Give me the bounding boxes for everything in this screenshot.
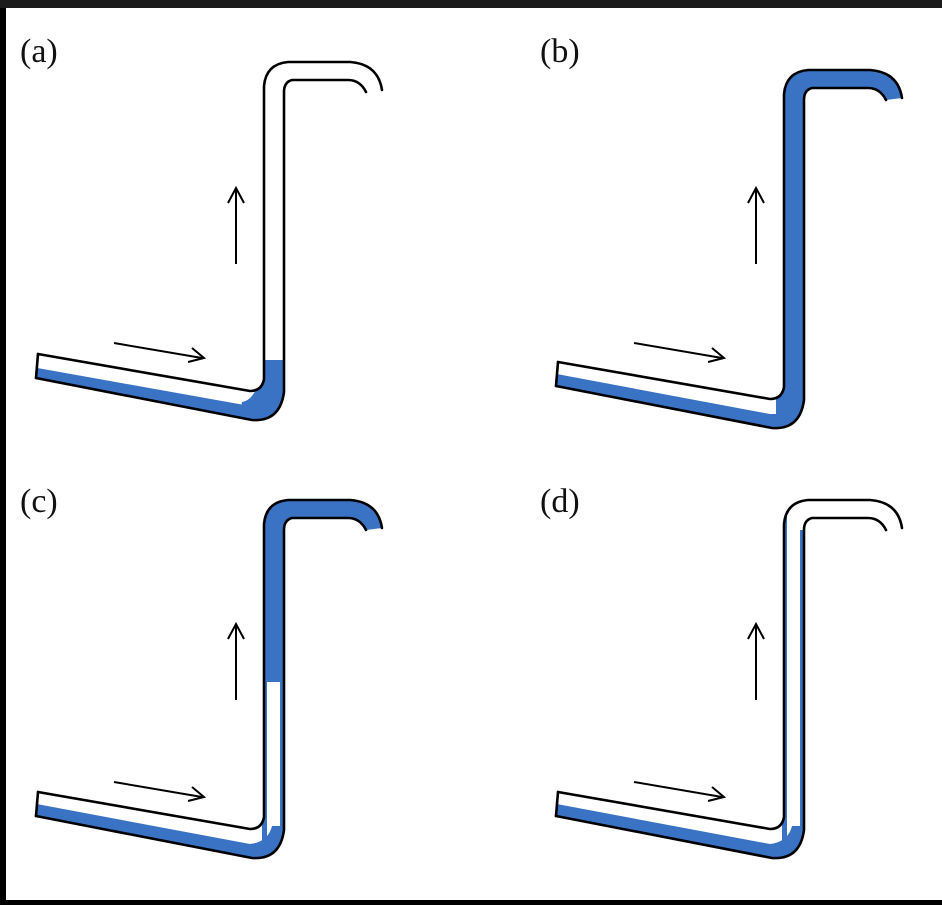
water-c <box>36 500 382 859</box>
window-top-bar <box>0 0 942 8</box>
flow-arrow-vertical-c <box>227 621 245 700</box>
flow-arrow-horizontal-c <box>113 781 207 802</box>
flow-arrow-horizontal-a <box>113 342 207 363</box>
flow-arrow-vertical-d <box>747 621 765 700</box>
figure-canvas: (a) <box>6 8 942 900</box>
panel-label-c: (c) <box>20 483 58 520</box>
panel-d: (d) <box>540 483 904 860</box>
panel-a: (a) <box>20 33 384 422</box>
panel-label-b: (b) <box>540 33 580 70</box>
pipe-a <box>34 60 384 422</box>
pipe-b <box>554 68 904 430</box>
pipe-d <box>554 498 904 860</box>
panel-c: (c) <box>20 483 384 860</box>
flow-arrow-vertical-b <box>747 185 765 264</box>
flow-arrow-horizontal-b <box>633 342 727 363</box>
panel-b: (b) <box>540 33 904 430</box>
flow-arrow-vertical-a <box>227 185 245 264</box>
panel-label-d: (d) <box>540 483 580 520</box>
panel-label-a: (a) <box>20 33 58 70</box>
pipe-c <box>34 498 384 860</box>
pipe-diagram: (a) <box>20 33 904 860</box>
flow-arrow-horizontal-d <box>633 781 727 802</box>
